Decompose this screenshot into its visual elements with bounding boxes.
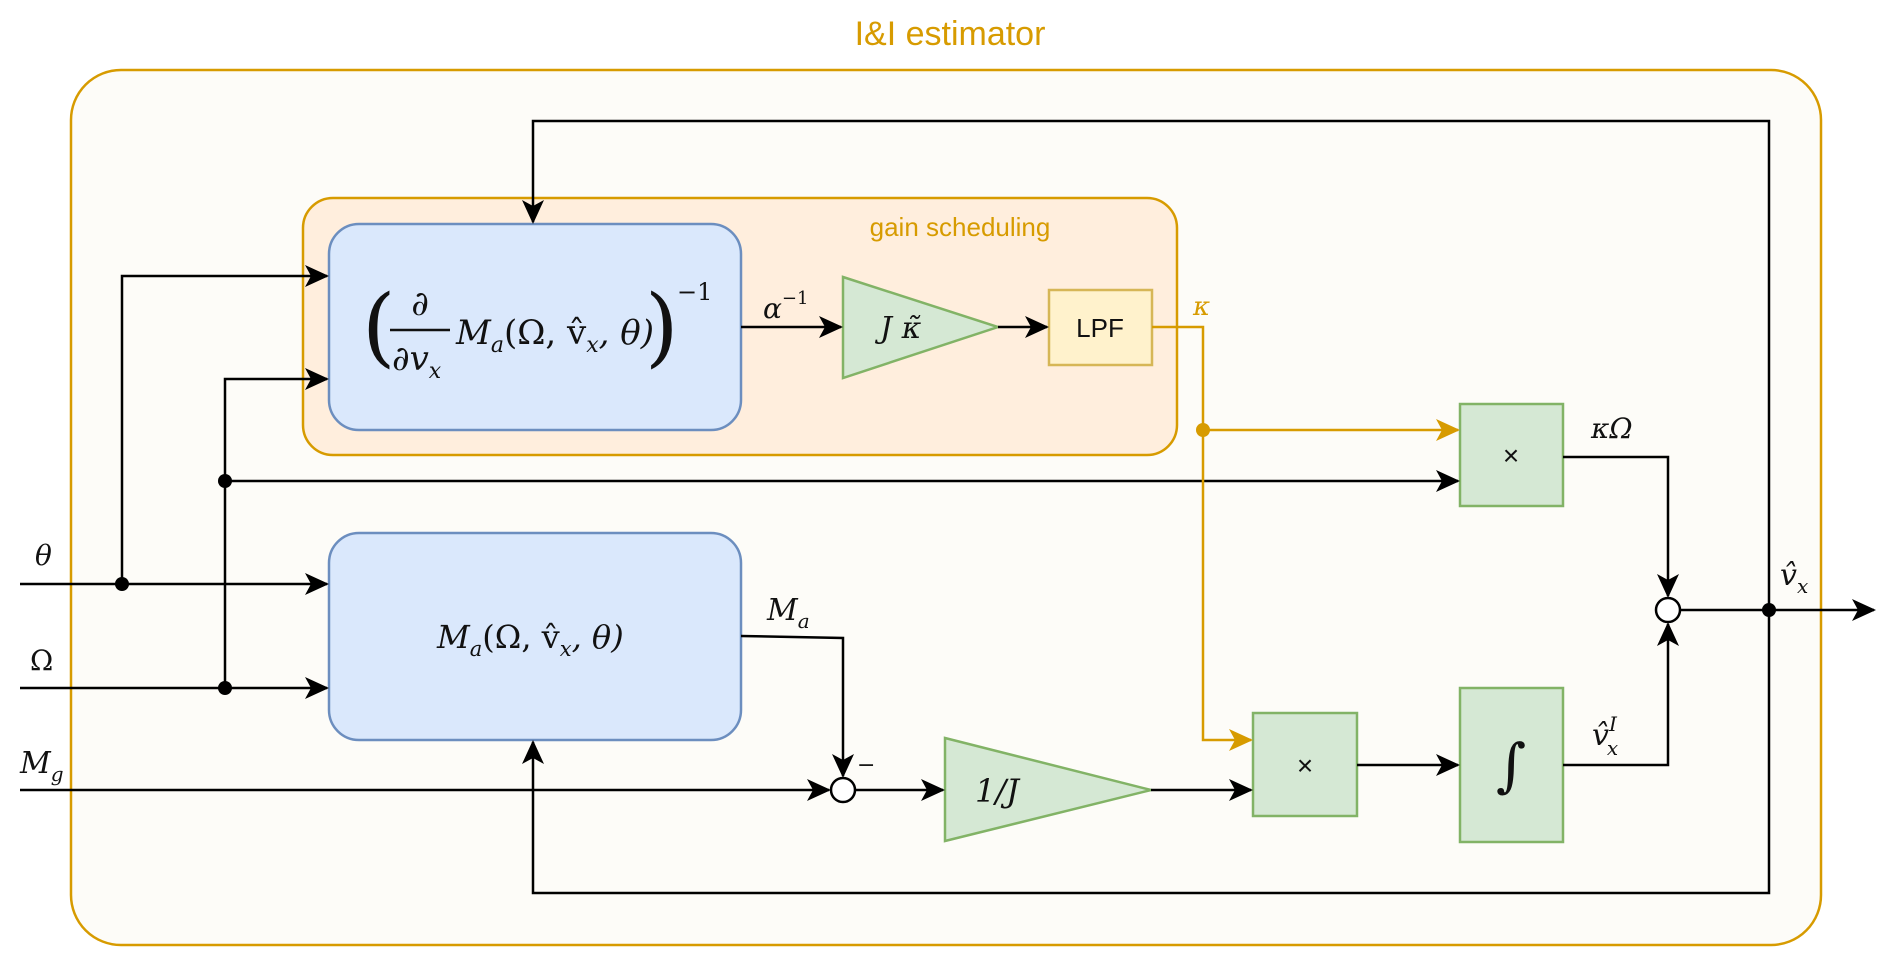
label-vx-hat: v̂x xyxy=(1780,558,1808,598)
partial-numerator: ∂ xyxy=(411,284,429,324)
lpf-label: LPF xyxy=(1076,313,1124,343)
label-alpha-inverse: α−1 xyxy=(763,288,808,325)
multiply-symbol: × xyxy=(1503,440,1519,471)
sum-junction-torque[interactable] xyxy=(829,776,857,804)
gain-scheduling-label: gain scheduling xyxy=(870,212,1051,242)
gain-inverse-j-label: 1/J xyxy=(975,772,1021,810)
gain-j-kappa-block[interactable]: J κ̃ xyxy=(841,275,1003,380)
integral-symbol: ∫ xyxy=(1496,731,1526,799)
junction-omega xyxy=(218,681,232,695)
wire-feedback-bottom xyxy=(522,610,1771,895)
multiply-block-lower[interactable]: × xyxy=(1251,711,1359,818)
junction-output xyxy=(1762,603,1776,617)
integrator-block[interactable]: ∫ xyxy=(1458,686,1565,844)
wire-kappa xyxy=(1152,325,1253,751)
aero-moment-block[interactable]: Ma(Ω, v̂x, θ) xyxy=(327,531,743,742)
diagram-title: I&I estimator xyxy=(855,15,1046,53)
label-kappa-omega: κΩ xyxy=(1590,412,1633,445)
lpf-block[interactable]: LPF xyxy=(1047,288,1154,367)
label-theta: θ xyxy=(35,539,52,572)
right-paren: ) xyxy=(645,277,679,377)
multiply-block-kappa-omega[interactable]: × xyxy=(1458,402,1565,508)
partial-denominator: ∂vx xyxy=(392,339,442,384)
label-minus: − xyxy=(857,753,875,778)
label-ma: Ma xyxy=(766,593,810,633)
wire-feedback-top xyxy=(522,119,1771,610)
junction-omega-upper xyxy=(218,474,232,488)
sum-junction-output[interactable] xyxy=(1654,596,1682,624)
wire-ma-output xyxy=(740,634,854,778)
multiply-symbol: × xyxy=(1297,750,1313,781)
jacobian-expression: Ma(Ω, v̂x, θ) xyxy=(455,313,654,358)
junction-kappa xyxy=(1196,423,1210,437)
exponent: −1 xyxy=(677,278,712,306)
wire-integrator-to-sum xyxy=(1563,622,1679,767)
inverse-jacobian-block[interactable]: ( ∂ ∂vx Ma(Ω, v̂x, θ) ) −1 xyxy=(327,222,743,432)
gain-inverse-j-block[interactable]: 1/J xyxy=(943,736,1152,843)
junction-theta xyxy=(115,577,129,591)
wire-kappa-omega-to-sum xyxy=(1563,455,1679,598)
left-paren: ( xyxy=(362,277,396,377)
label-omega: Ω xyxy=(30,644,53,677)
wire-omega-branch xyxy=(223,368,329,688)
aero-moment-label: Ma(Ω, v̂x, θ) xyxy=(436,618,624,661)
wire-theta-branch xyxy=(120,265,329,584)
label-mg: Mg xyxy=(19,746,64,786)
gain-j-kappa-label: J κ̃ xyxy=(874,311,922,346)
label-kappa: κ xyxy=(1192,292,1210,322)
